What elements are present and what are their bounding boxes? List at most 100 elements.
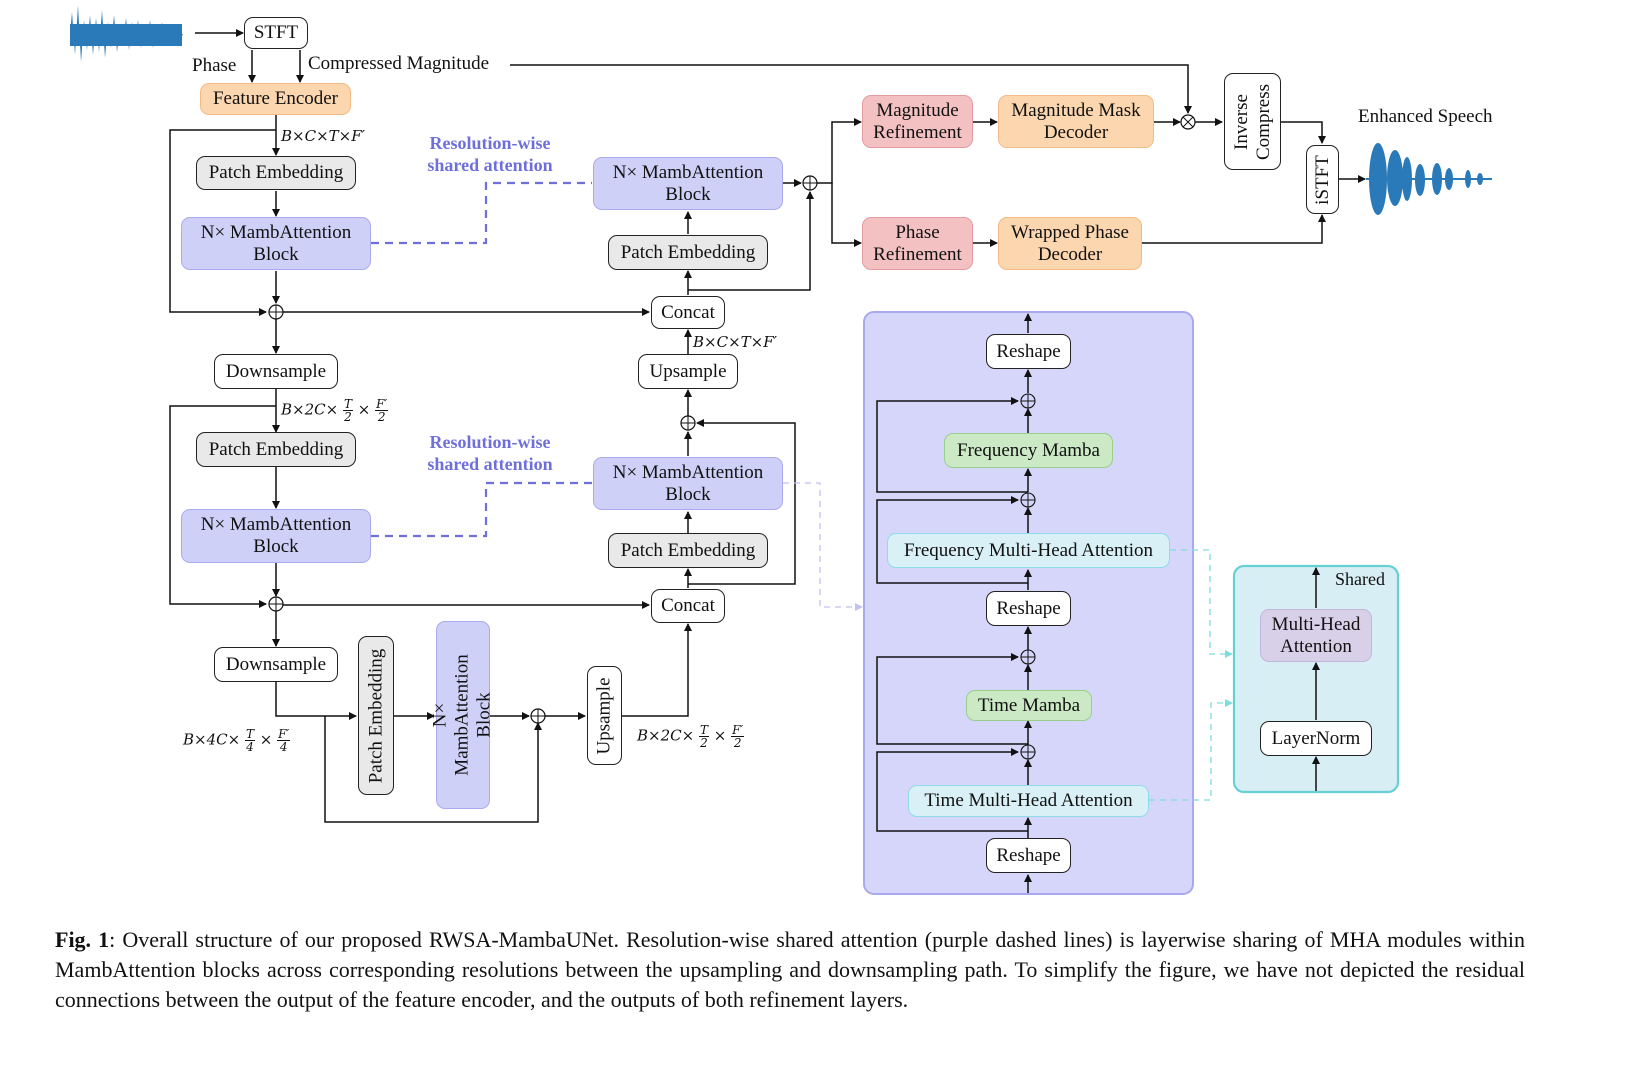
patch-embedding-enc-2: Patch Embedding	[196, 432, 356, 467]
frac-num: F′	[375, 397, 389, 411]
mambattention-block-dec-1: N× MambAttention Block	[593, 157, 783, 210]
label-line1: Magnitude Mask	[1011, 99, 1141, 121]
caption-text: : Overall structure of our proposed RWSA…	[55, 927, 1525, 1012]
reshape-label: Reshape	[996, 597, 1061, 619]
upsample-label: Upsample	[649, 360, 727, 382]
rwsa-line1: Resolution-wise	[429, 432, 551, 452]
feature-encoder-label: Feature Encoder	[212, 88, 339, 109]
frac-f-2: F′2	[375, 397, 389, 424]
downsample-1: Downsample	[214, 354, 338, 389]
frac-f-4: F′4	[277, 727, 291, 753]
enhanced-speech-label: Enhanced Speech	[1358, 106, 1493, 127]
downsample-label: Downsample	[225, 360, 327, 382]
rwsa-line1: Resolution-wise	[429, 133, 551, 153]
times-symbol: ×	[713, 726, 727, 745]
patch-embedding-label: Patch Embedding	[208, 162, 344, 183]
reshape-label: Reshape	[996, 844, 1061, 866]
label-line2: Refinement	[873, 243, 962, 265]
shared-mha-box: Multi-Head Attention	[1260, 609, 1372, 662]
frac-num: T	[342, 397, 353, 411]
patch-embedding-label: Patch Embedding	[208, 438, 344, 460]
shape-label-level1: B×C×T×F′	[281, 127, 366, 145]
concat-1: Concat	[651, 296, 725, 329]
patch-embedding-label: Patch Embedding	[620, 241, 756, 263]
caption-fig-label: Fig. 1	[55, 927, 110, 952]
input-waveform-icon	[70, 5, 183, 62]
phase-label: Phase	[192, 55, 237, 76]
frac-den: 2	[377, 410, 386, 424]
frac-num: F′	[277, 727, 291, 741]
rwsa-label-1: Resolution-wise shared attention	[415, 132, 565, 176]
block-label-line1: N× MambAttention	[200, 514, 352, 535]
frac-num: T	[244, 727, 255, 741]
block-label-line2: Block	[253, 536, 299, 557]
label-line2: Refinement	[873, 121, 962, 143]
label-line2: Compress	[1252, 83, 1274, 160]
frac-den: 2	[344, 410, 352, 424]
block-label-line2: Block	[253, 243, 299, 265]
figure-caption: Fig. 1: Overall structure of our propose…	[55, 925, 1525, 1015]
frac-den: 2	[700, 736, 708, 750]
block-label-line1: N× MambAttention	[612, 161, 764, 183]
label-line2: Attention	[1280, 635, 1352, 657]
label-line2: Decoder	[1037, 243, 1103, 265]
layernorm-label: LayerNorm	[1271, 727, 1361, 749]
label-line1: Magnitude	[876, 99, 959, 121]
times-symbol: ×	[259, 730, 273, 749]
shape-prefix: B×4C×	[183, 730, 241, 749]
label-line1: Inverse	[1230, 93, 1252, 150]
stft-box: STFT	[244, 17, 308, 49]
frequency-mamba-label: Frequency Mamba	[957, 439, 1100, 461]
mambattention-block-bottleneck: N× MambAttention Block	[430, 621, 495, 809]
inverse-compress-box: Inverse Compress	[1224, 73, 1281, 170]
concat-2: Concat	[651, 589, 725, 623]
frequency-mha-label: Frequency Multi-Head Attention	[903, 539, 1154, 561]
rwsa-dashed-line-2	[371, 481, 592, 538]
patch-embedding-enc-1: Patch Embedding	[196, 156, 356, 190]
block-label-line2: Block	[665, 183, 711, 205]
shape-prefix: B×2C×	[637, 726, 695, 745]
block-label: N× MambAttention Block	[430, 654, 495, 776]
patch-embedding-label: Patch Embedding	[365, 648, 386, 783]
inverse-compress-label: Inverse Compress	[1231, 84, 1275, 160]
feature-encoder-box: Feature Encoder	[200, 83, 351, 115]
time-mamba-box: Time Mamba	[966, 690, 1092, 721]
downsample-label: Downsample	[225, 653, 327, 675]
patch-embedding-label: Patch Embedding	[620, 539, 756, 561]
layernorm-box: LayerNorm	[1260, 721, 1372, 756]
rwsa-line2: shared attention	[427, 454, 553, 474]
reshape-label: Reshape	[996, 340, 1061, 362]
mambattention-block-enc-1: N× MambAttention Block	[181, 217, 371, 270]
frac-den: 4	[246, 740, 254, 754]
concat-label: Concat	[661, 595, 715, 616]
wrapped-phase-decoder-box: Wrapped Phase Decoder	[998, 217, 1142, 270]
block-label-line1: N× MambAttention	[200, 221, 352, 243]
upsample-label: Upsample	[593, 676, 615, 755]
rwsa-line2: shared attention	[427, 155, 553, 175]
concat-label: Concat	[661, 301, 715, 323]
downsample-2: Downsample	[214, 647, 338, 682]
phase-refinement-box: Phase Refinement	[862, 217, 973, 270]
shared-label: Shared	[1335, 569, 1385, 589]
patch-embedding-dec-2: Patch Embedding	[608, 533, 768, 568]
rwsa-label-2: Resolution-wise shared attention	[415, 431, 565, 475]
istft-box: iSTFT	[1306, 145, 1339, 214]
mambattention-block-enc-2: N× MambAttention Block	[181, 509, 371, 563]
upsample-bottleneck: Upsample	[587, 666, 622, 765]
block-label-line2: Block	[665, 483, 711, 505]
block-label-line1: N× MambAttention	[612, 461, 764, 483]
rwsa-dashed-line-1	[371, 181, 592, 245]
patch-embedding-dec-1: Patch Embedding	[608, 235, 768, 270]
time-mamba-label: Time Mamba	[977, 694, 1081, 716]
time-mha-box: Time Multi-Head Attention	[908, 785, 1149, 817]
patch-embedding-bottleneck: Patch Embedding	[358, 636, 394, 795]
frequency-mha-box: Frequency Multi-Head Attention	[887, 533, 1170, 568]
reshape-top: Reshape	[986, 334, 1071, 369]
compressed-magnitude-label: Compressed Magnitude	[308, 53, 490, 74]
frac-num: T	[698, 723, 709, 737]
